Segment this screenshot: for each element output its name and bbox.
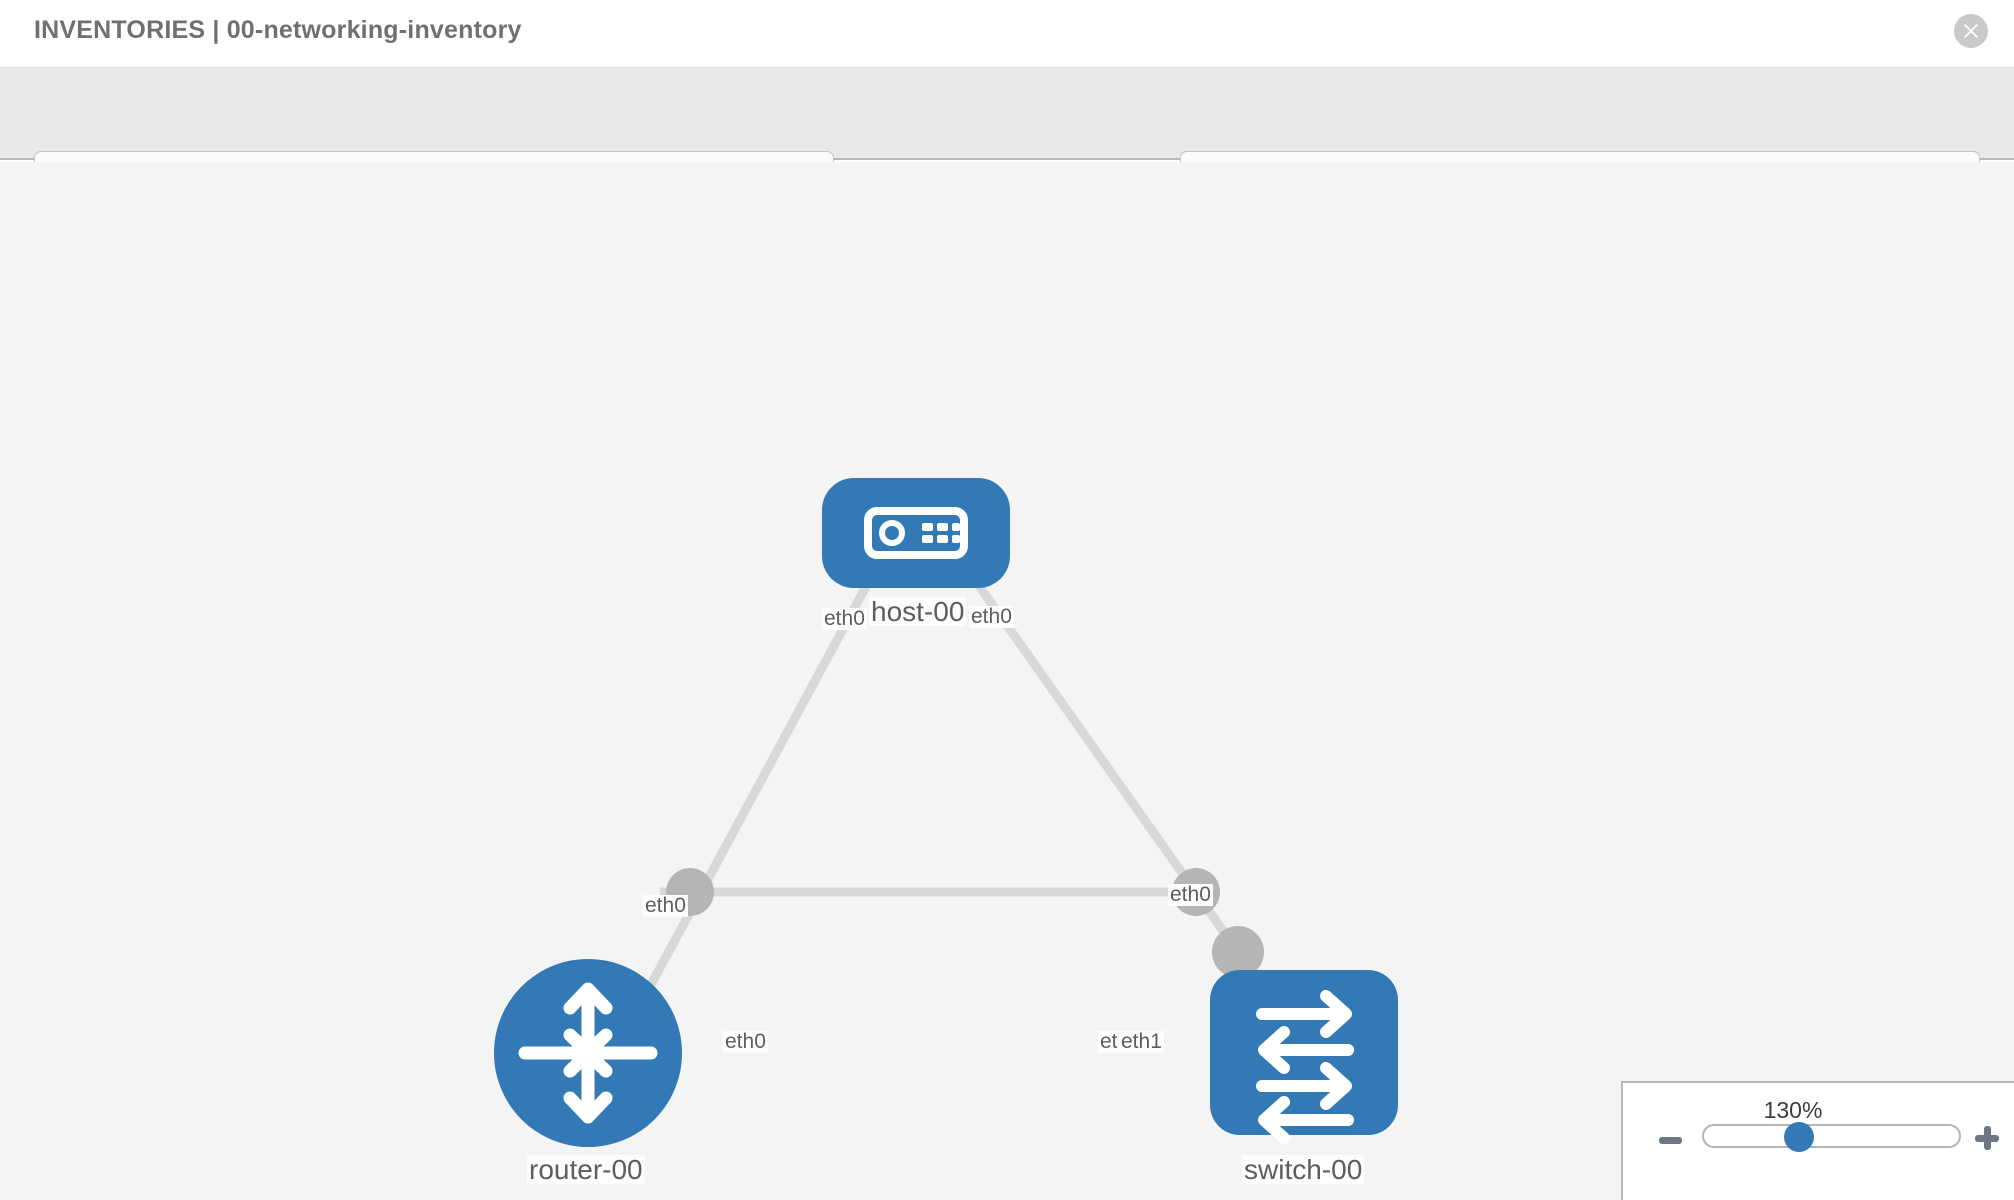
- node-label-router-00: router-00: [527, 1154, 645, 1185]
- node-label-switch-00: switch-00: [1242, 1154, 1365, 1185]
- switch-arrows-icon: [1256, 990, 1354, 1144]
- topology-graph: [494, 478, 1398, 1147]
- zoom-control-panel: 130%: [1621, 1081, 2014, 1200]
- close-icon[interactable]: [1954, 14, 1988, 48]
- zoom-slider-track[interactable]: [1702, 1124, 1961, 1148]
- zoom-slider-thumb[interactable]: [1784, 1122, 1814, 1152]
- topology-canvas[interactable]: eth0 eth0 eth0 eth0 eth0 eth0 eth1 host-…: [0, 162, 2014, 1200]
- server-icon: [864, 507, 968, 559]
- page-header: INVENTORIES | 00-networking-inventory: [0, 0, 2014, 68]
- node-switch-00: [1210, 970, 1398, 1144]
- iface-label: eth0: [969, 605, 1014, 629]
- node-router-00: [494, 959, 682, 1147]
- node-label-host-00: host-00: [869, 596, 967, 627]
- plus-icon[interactable]: [1975, 1126, 1999, 1150]
- iface-label: eth0: [643, 894, 688, 918]
- nub-switch-top: [1212, 926, 1264, 978]
- iface-label: eth1: [1119, 1030, 1164, 1054]
- minus-icon[interactable]: [1659, 1137, 1682, 1144]
- server-icon-detail: [879, 520, 960, 546]
- node-host-00: [822, 478, 1010, 588]
- toolbar: ACTIONS SEARCH: [0, 68, 2014, 207]
- zoom-level-value: 130%: [1763, 1097, 1823, 1123]
- iface-label: eth0: [822, 607, 867, 631]
- iface-label: eth0: [723, 1030, 768, 1054]
- page-title: INVENTORIES | 00-networking-inventory: [34, 16, 522, 44]
- iface-label: eth0: [1168, 883, 1213, 907]
- router-arrows-icon: [518, 982, 658, 1124]
